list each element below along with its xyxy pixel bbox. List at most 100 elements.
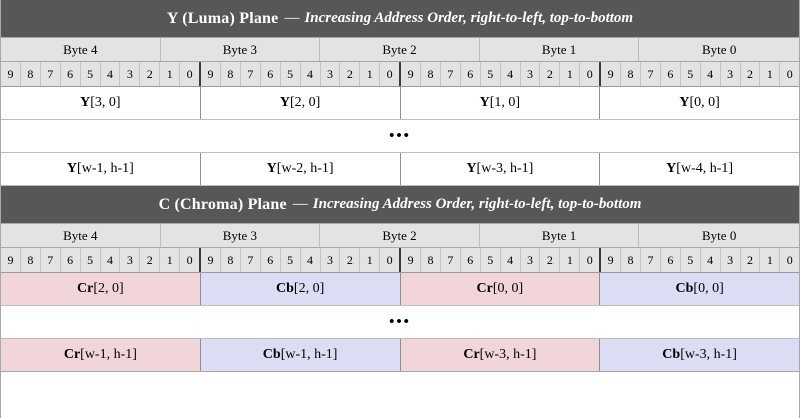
bit-label: 4 — [701, 248, 721, 272]
sample-cell: Y[w-4, h-1] — [600, 153, 799, 185]
bit-label: 8 — [621, 248, 641, 272]
bit-label: 8 — [21, 62, 41, 86]
bit-label: 9 — [201, 248, 221, 272]
sample-cell: Cr[0, 0] — [400, 273, 601, 305]
sample-component-label: Cr — [63, 347, 81, 362]
bit-label: 5 — [81, 248, 101, 272]
sample-index-label: [0, 0] — [689, 95, 720, 110]
sample-cell: Cb[w-3, h-1] — [600, 339, 799, 371]
sample-index-label: [w-1, h-1] — [280, 347, 338, 362]
bit-label: 1 — [560, 248, 581, 272]
bit-label: 9 — [1, 62, 21, 86]
sample-index-label: [1, 0] — [489, 95, 521, 110]
bit-label: 6 — [461, 248, 481, 272]
sample-cell: Cr[w-3, h-1] — [400, 339, 601, 371]
bit-label: 0 — [580, 62, 602, 86]
bit-label: 5 — [481, 62, 501, 86]
bit-label: 5 — [281, 62, 301, 86]
sample-index-label: [w-3, h-1] — [680, 347, 737, 362]
sample-component-label: Cb — [675, 281, 694, 296]
plane-title-dash: — — [292, 196, 308, 212]
sample-cell: Y[3, 0] — [1, 87, 201, 119]
bit-label: 3 — [521, 248, 541, 272]
sample-cell: Y[1, 0] — [401, 87, 601, 119]
bit-label: 4 — [301, 248, 321, 272]
bit-label: 4 — [501, 248, 521, 272]
sample-cell: Y[0, 0] — [600, 87, 799, 119]
bit-label: 0 — [180, 248, 202, 272]
bit-label: 3 — [321, 62, 341, 86]
sample-index-label: [w-2, h-1] — [276, 161, 334, 176]
ellipsis-row: ••• — [1, 120, 799, 153]
bit-label: 5 — [681, 62, 701, 86]
bit-label: 1 — [360, 248, 381, 272]
sample-component-label: Y — [66, 161, 78, 176]
sample-index-label: [0, 0] — [492, 281, 524, 296]
sample-cell: Cb[w-1, h-1] — [200, 339, 401, 371]
sample-index-label: [2, 0] — [290, 95, 321, 110]
bit-label: 7 — [641, 248, 661, 272]
bit-label: 2 — [340, 248, 361, 272]
bit-label: 6 — [661, 248, 681, 272]
bit-label: 2 — [340, 62, 361, 86]
sample-component-label: Cb — [262, 347, 281, 362]
bit-label: 3 — [721, 62, 741, 86]
bit-label: 9 — [401, 248, 422, 272]
bit-label: 4 — [501, 62, 521, 86]
sample-index-label: [0, 0] — [693, 281, 724, 296]
byte-label: Byte 3 — [160, 38, 321, 61]
bit-label: 2 — [540, 248, 561, 272]
bit-label: 1 — [160, 62, 181, 86]
sample-index-label: [2, 0] — [293, 281, 325, 296]
plane-title-dash: — — [284, 10, 300, 26]
byte-label: Byte 4 — [1, 38, 161, 61]
sample-component-label: Y — [266, 161, 277, 176]
bit-label: 8 — [221, 248, 241, 272]
bit-label: 3 — [120, 248, 141, 272]
sample-component-label: Y — [279, 95, 291, 110]
bit-label: 6 — [61, 62, 81, 86]
bit-label: 7 — [241, 248, 261, 272]
bit-label: 3 — [521, 62, 541, 86]
bit-label: 0 — [786, 252, 793, 267]
plane-header-luma: Y (Luma) Plane—Increasing Address Order,… — [1, 0, 799, 38]
bit-label: 0 — [180, 62, 202, 86]
bit-label: 8 — [421, 62, 441, 86]
sample-component-label: Y — [466, 161, 477, 176]
bit-label: 4 — [301, 62, 321, 86]
bit-label: 7 — [241, 62, 261, 86]
bit-label: 5 — [481, 248, 501, 272]
sample-component-label: Y — [679, 95, 690, 110]
bit-label: 8 — [221, 62, 241, 86]
byte-label: Byte 2 — [320, 224, 480, 247]
byte-label: Byte 4 — [1, 224, 161, 247]
sample-cell: Y[w-1, h-1] — [1, 153, 201, 185]
bit-label: 0 — [786, 66, 793, 81]
bit-label: 5 — [281, 248, 301, 272]
sample-row: Y[3, 0]Y[2, 0]Y[1, 0]Y[0, 0] — [1, 87, 799, 120]
bit-label: 4 — [101, 248, 121, 272]
sample-component-label: Y — [479, 95, 490, 110]
bit-label: 3 — [321, 248, 341, 272]
bit-label: 2 — [741, 62, 761, 86]
bit-label: 6 — [661, 62, 681, 86]
byte-label: Byte 0 — [639, 38, 799, 61]
bit-label: 9 — [401, 62, 422, 86]
sample-index-label: [w-3, h-1] — [476, 161, 534, 176]
plane-title: Y (Luma) Plane — [166, 9, 279, 27]
bit-label: 1 — [760, 62, 781, 86]
plane-header-chroma: C (Chroma) Plane—Increasing Address Orde… — [1, 186, 799, 224]
sample-row: Cr[2, 0]Cb[2, 0]Cr[0, 0]Cb[0, 0] — [1, 273, 799, 306]
sample-cell: Cb[0, 0] — [600, 273, 799, 305]
bit-label: 9 — [1, 248, 21, 272]
bit-label: 1 — [160, 248, 181, 272]
bit-label: 3 — [721, 248, 741, 272]
bit-label: 1 — [360, 62, 381, 86]
bit-label: 1 — [760, 248, 781, 272]
ellipsis-row: ••• — [1, 306, 799, 339]
bit-label: 9 — [601, 248, 622, 272]
sample-component-label: Cr — [463, 347, 480, 362]
plane-subtitle: Increasing Address Order, right-to-left,… — [312, 196, 642, 212]
